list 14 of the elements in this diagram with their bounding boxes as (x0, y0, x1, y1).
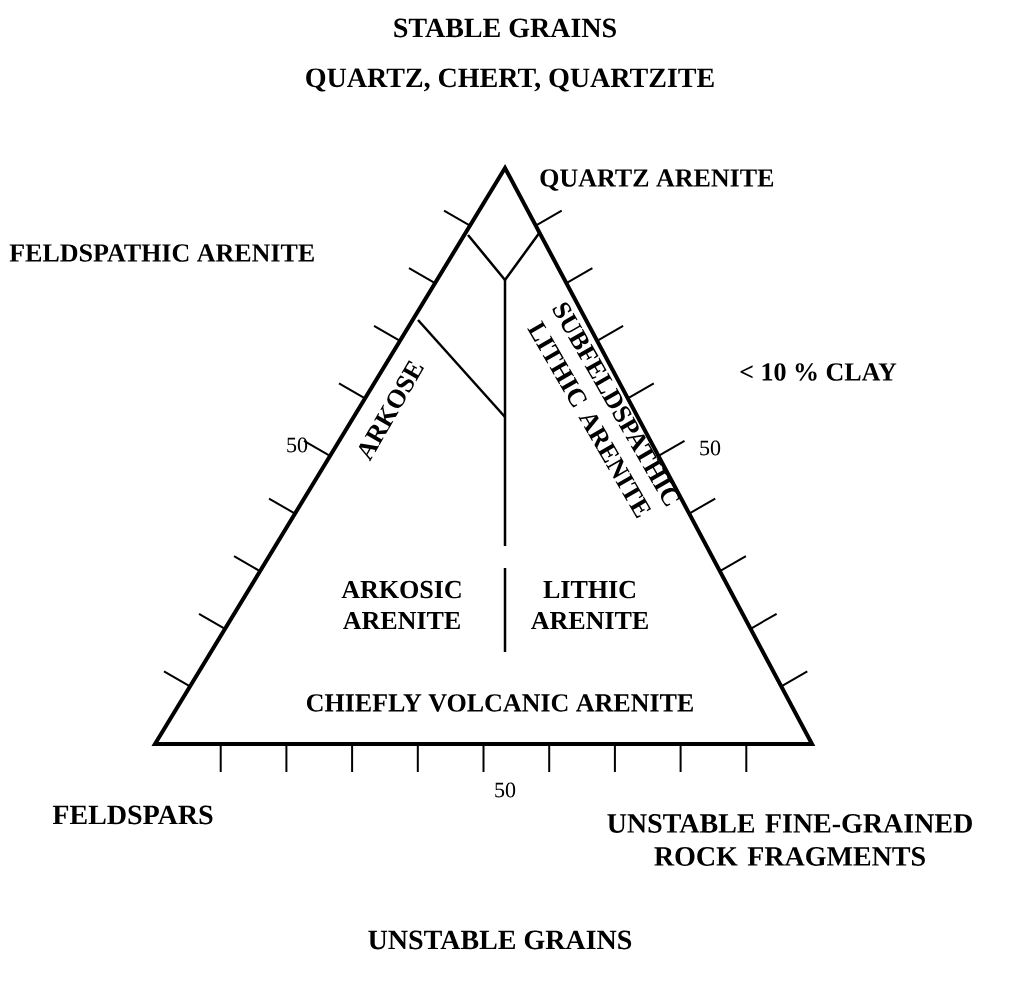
field-label: QUARTZ ARENITE (540, 169, 774, 191)
field-label: CHIEFLY VOLCANIC ARENITE (307, 694, 693, 712)
axis-label: QUARTZ, CHERT, QUARTZITE (306, 68, 714, 92)
axis-label: UNSTABLE FINE-GRAINED ROCK FRAGMENTS (607, 814, 972, 866)
axis-label: FELDSPARS (52, 805, 213, 825)
axis-label: UNSTABLE GRAINS (368, 930, 632, 950)
field-label: LITHIC ARENITE (531, 580, 648, 630)
axis-label: STABLE GRAINS (394, 18, 616, 38)
field-label: FELDSPATHIC ARENITE (9, 244, 314, 262)
tick-label: 50 (495, 782, 516, 798)
note-label: < 10 % CLAY (740, 363, 897, 381)
field-label: ARKOSIC ARENITE (341, 580, 461, 630)
tick-label: 50 (700, 440, 721, 456)
tick-label: 50 (287, 437, 308, 453)
